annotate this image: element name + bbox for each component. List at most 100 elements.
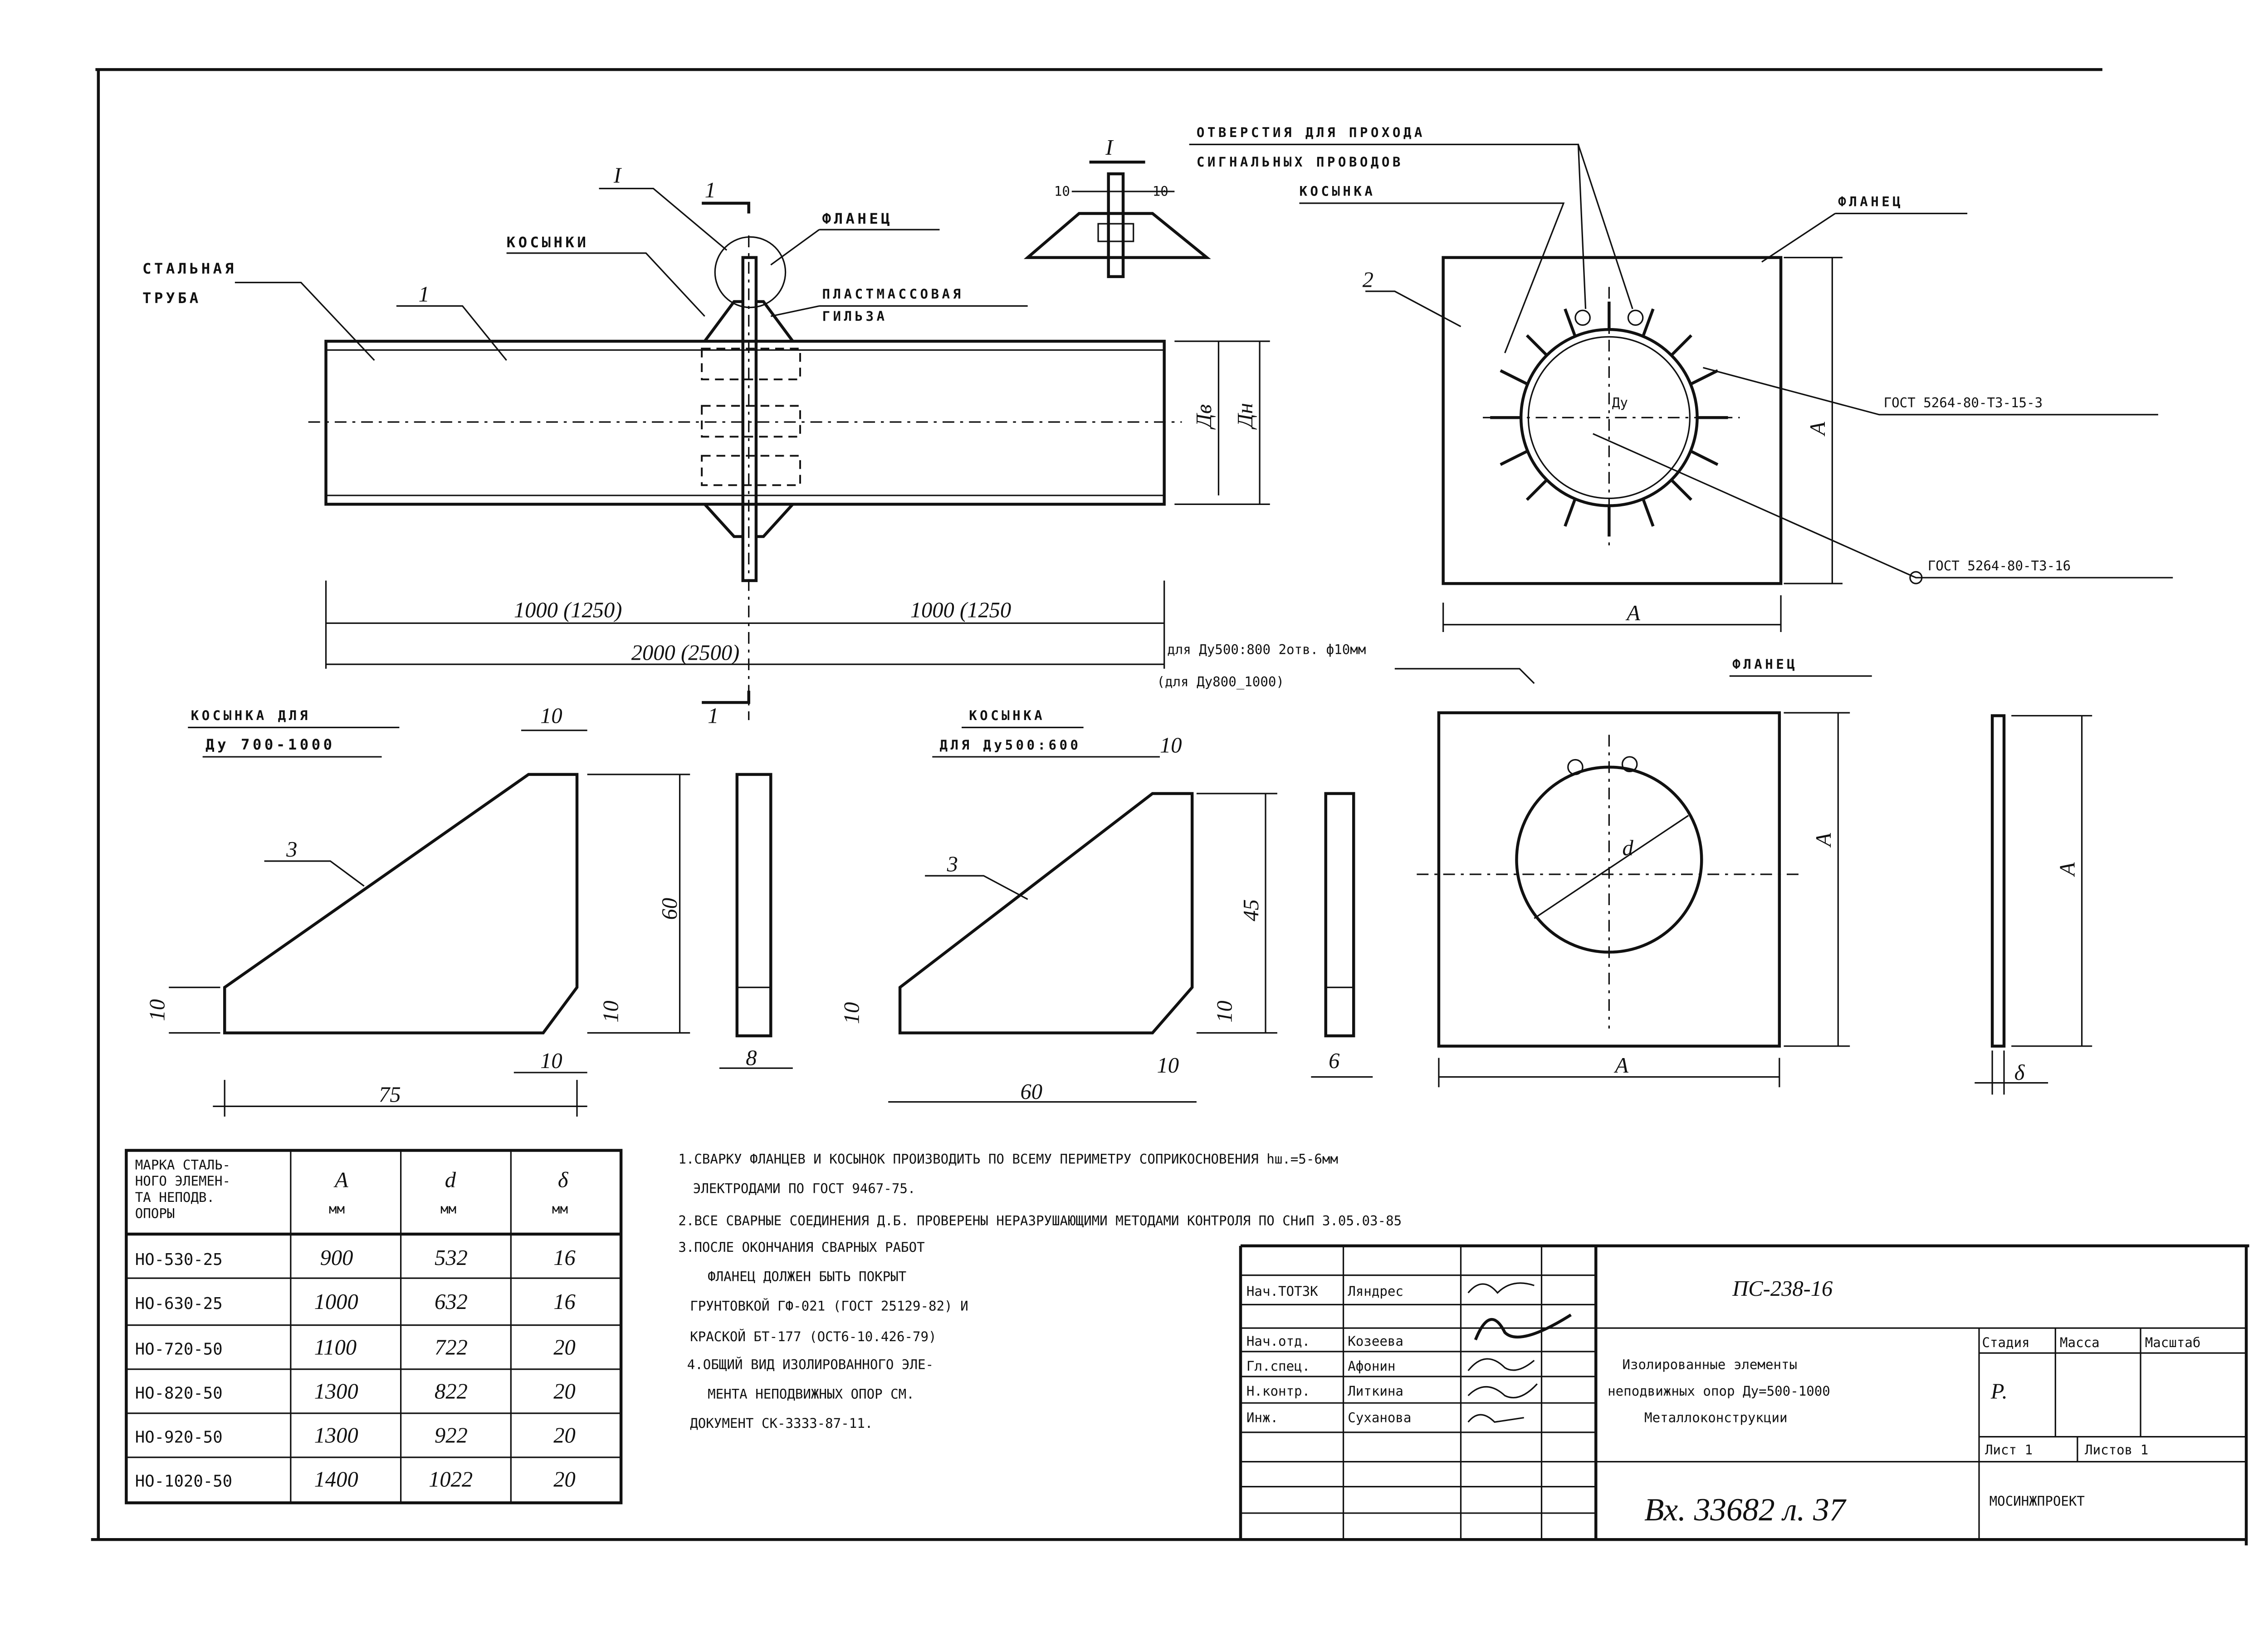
doc-code: ПС-238-16 xyxy=(1732,1277,1833,1301)
signal-wire-hole xyxy=(1627,309,1644,326)
section-mark-I: I xyxy=(613,164,622,188)
table-row: НО-820-50 1300 822 20 xyxy=(135,1379,576,1403)
dy-label: Ду xyxy=(1612,395,1628,411)
note-line: ДОКУМЕНТ СК-3333-87-11. xyxy=(690,1416,873,1431)
gusset2-dim-top: 10 xyxy=(1160,733,1182,757)
sheet-number: Лист 1 xyxy=(1985,1442,2033,1457)
cell-delta: 20 xyxy=(553,1468,576,1492)
table-header-a: А xyxy=(333,1168,348,1192)
gusset1-dim-left: 10 xyxy=(146,999,170,1021)
gusset-dn700-1000: КОСЫНКА ДЛЯ Ду 700-1000 3 10 60 10 10 10… xyxy=(146,704,793,1117)
stage-header: Стадия xyxy=(1982,1335,2029,1350)
dim-outer-diameter: Дн xyxy=(1233,403,1257,430)
table-header-mark-2: НОГО ЭЛЕМЕН- xyxy=(135,1173,230,1189)
end-flange-label: ФЛАНЕЦ xyxy=(1838,194,1903,209)
person-name: Афонин xyxy=(1348,1358,1395,1374)
flange-view-title: ФЛАНЕЦ xyxy=(1732,657,1798,672)
gusset2-dim-right: 10 xyxy=(1213,1000,1237,1023)
cell-d: 922 xyxy=(435,1424,468,1448)
cell-delta: 20 xyxy=(553,1379,576,1403)
person-name: Ляндрес xyxy=(1348,1284,1403,1299)
cell-delta: 20 xyxy=(553,1335,576,1359)
table-row: НО-920-50 1300 922 20 xyxy=(135,1424,576,1448)
flange-plate xyxy=(1437,711,1781,1048)
role-label: Н.контр. xyxy=(1246,1383,1310,1399)
gusset-dn500-600: КОСЫНКА ДЛЯ Ду500:600 3 10 45 10 10 10 6… xyxy=(840,708,1373,1104)
detail-I: I 10 10 xyxy=(1023,136,1211,278)
note-line: МЕНТА НЕПОДВИЖНЫХ ОПОР СМ. xyxy=(708,1386,914,1402)
note-line: КРАСКОЙ БТ-177 (ОСТ6-10.426-79) xyxy=(690,1329,936,1344)
table-row: НО-720-50 1100 722 20 xyxy=(135,1335,576,1359)
pipe-label-2: ТРУБА xyxy=(142,289,201,307)
flange-dim-a-vertical: А xyxy=(1812,833,1836,848)
cell-d: 1022 xyxy=(429,1468,473,1492)
position-2: 2 xyxy=(1363,268,1374,292)
scale-header: Масштаб xyxy=(2145,1335,2201,1350)
side-dim-delta: δ xyxy=(2014,1061,2025,1085)
cell-delta: 16 xyxy=(553,1246,576,1270)
gusset2-title-1: КОСЫНКА xyxy=(969,708,1045,723)
signatures xyxy=(1467,1282,1572,1423)
end-dim-a-horizontal: А xyxy=(1625,601,1640,625)
table-header-mark-1: МАРКА СТАЛЬ- xyxy=(135,1157,230,1173)
role-label: Гл.спец. xyxy=(1246,1358,1310,1374)
note-line: 2.ВСЕ СВАРНЫЕ СОЕДИНЕНИЯ Д.Б. ПРОВЕРЕНЫ … xyxy=(678,1213,1402,1229)
gussets xyxy=(703,300,794,343)
table-header-delta: δ xyxy=(558,1168,569,1192)
cell-d: 822 xyxy=(435,1379,468,1403)
gusset2-dim-height: 45 xyxy=(1239,899,1263,921)
gusset1-dim-top: 10 xyxy=(540,704,562,728)
doc-title-3: Металлоконструкции xyxy=(1644,1410,1787,1425)
gusset2-title-2: ДЛЯ Ду500:600 xyxy=(939,737,1081,753)
cell-mark: НО-530-25 xyxy=(135,1250,223,1269)
doc-title-2: неподвижных опор Ду=500-1000 xyxy=(1608,1383,1830,1399)
table-header-mark-4: ОПОРЫ xyxy=(135,1206,175,1221)
organization: МОСИНЖПРОЕКТ xyxy=(1989,1494,2085,1509)
role-label: Нач.ТОТЗК xyxy=(1246,1284,1318,1299)
side-dim-a: А xyxy=(2055,862,2079,877)
sleeve-label-2: ГИЛЬЗА xyxy=(822,309,888,324)
table-header-mark-3: ТА НЕПОДВ. xyxy=(135,1190,215,1205)
detail-dim-left: 10 xyxy=(1054,184,1070,199)
signal-wire-hole xyxy=(1574,309,1591,326)
note-line: ГРУНТОВКОЙ ГФ-021 (ГОСТ 25129-82) И xyxy=(690,1298,968,1314)
gusset1-dim-right: 10 xyxy=(599,1000,623,1023)
person-name: Суханова xyxy=(1348,1410,1411,1425)
person-name: Козеева xyxy=(1348,1333,1403,1349)
holes-note-1: для Ду500:800 2отв. ф10мм xyxy=(1167,642,1366,657)
gusset1-dim-thickness: 8 xyxy=(746,1046,757,1070)
dim-total-length: 2000 (2500) xyxy=(631,641,740,665)
gusset2-dim-left: 10 xyxy=(840,1002,864,1024)
end-dim-a-vertical: А xyxy=(1806,422,1830,436)
gusset2-dim-bottom: 10 xyxy=(1157,1054,1179,1078)
cell-d: 722 xyxy=(435,1335,468,1359)
sleeve-label-1: ПЛАСТМАССОВАЯ xyxy=(822,286,964,302)
table-header-d: d xyxy=(445,1168,456,1192)
cell-d: 632 xyxy=(435,1290,468,1314)
flange-side-view xyxy=(1990,714,2006,1048)
cell-a: 1100 xyxy=(314,1335,357,1359)
flange xyxy=(741,256,758,582)
sheet-count: Листов 1 xyxy=(2085,1442,2148,1457)
pipe-label-1: СТАЛЬНАЯ xyxy=(142,260,237,277)
cell-a: 1300 xyxy=(314,1379,358,1403)
gusset2-dim-width: 60 xyxy=(1020,1080,1042,1104)
cell-a: 1300 xyxy=(314,1424,358,1448)
gusset2-dim-thickness: 6 xyxy=(1329,1049,1340,1073)
cell-mark: НО-920-50 xyxy=(135,1428,223,1447)
gusset1-title-1: КОСЫНКА ДЛЯ xyxy=(191,708,311,723)
holes-label-2: СИГНАЛЬНЫХ ПРОВОДОВ xyxy=(1197,154,1403,170)
table-row: НО-1020-50 1400 1022 20 xyxy=(135,1468,576,1492)
weld-spec-2: ГОСТ 5264-80-Т3-16 xyxy=(1928,558,2071,573)
note-line: ЭЛЕКТРОДАМИ ПО ГОСТ 9467-75. xyxy=(693,1181,916,1196)
flange-view: ФЛАНЕЦ d А А А δ xyxy=(1417,657,2092,1095)
table-row: НО-630-25 1000 632 16 xyxy=(135,1290,576,1314)
detail-I-callout xyxy=(714,236,787,309)
table-header-a-unit: мм xyxy=(329,1201,345,1217)
doc-title-1: Изолированные элементы xyxy=(1623,1357,1798,1372)
cell-mark: НО-820-50 xyxy=(135,1384,223,1402)
cell-d: 532 xyxy=(435,1246,468,1270)
gussets-label: КОСЫНКИ xyxy=(507,234,589,251)
gusset1-title-2: Ду 700-1000 xyxy=(205,736,335,753)
